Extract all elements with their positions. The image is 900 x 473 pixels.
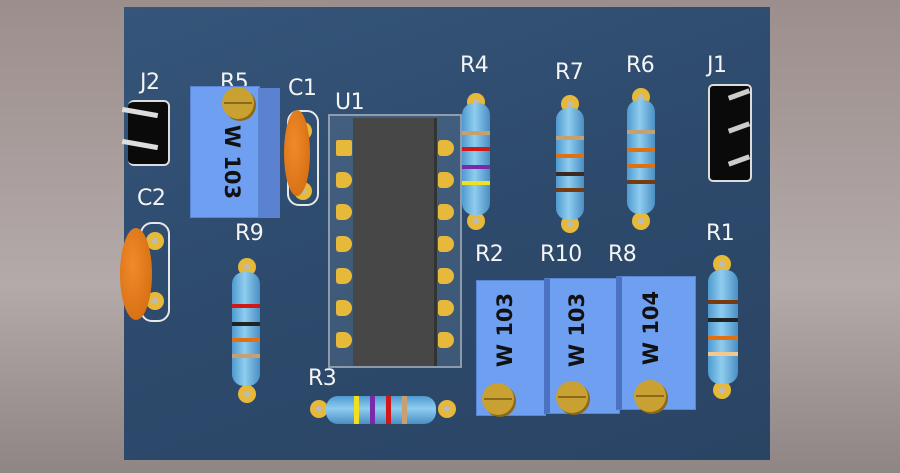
band <box>627 130 655 134</box>
label-r2: R2 <box>475 242 504 267</box>
label-r9: R9 <box>235 221 264 246</box>
label-r4: R4 <box>460 53 489 78</box>
pot-marking: W 104 <box>639 290 664 366</box>
ic-pin <box>438 140 454 156</box>
band <box>462 131 490 135</box>
band <box>386 396 391 424</box>
ic-pin <box>336 332 352 348</box>
band <box>708 352 738 356</box>
label-j2: J2 <box>140 70 160 95</box>
band <box>232 354 260 358</box>
pad <box>238 385 256 403</box>
band <box>708 336 738 340</box>
resistor-r3[interactable] <box>326 396 436 424</box>
resistor-r4[interactable] <box>462 103 490 215</box>
band <box>556 172 584 176</box>
ic-u1[interactable] <box>353 118 437 366</box>
label-c2: C2 <box>137 186 166 211</box>
pad <box>238 258 256 276</box>
pad <box>713 255 731 273</box>
label-j1: J1 <box>707 53 727 78</box>
ic-pin <box>336 236 352 252</box>
ic-pin <box>438 300 454 316</box>
ic-pin <box>438 268 454 284</box>
pad <box>310 400 328 418</box>
resistor-r1[interactable] <box>708 270 738 384</box>
band <box>627 164 655 168</box>
pot-marking: W 103 <box>493 292 518 368</box>
band <box>627 148 655 152</box>
capacitor-c2[interactable] <box>120 228 152 320</box>
trim-screw-icon[interactable] <box>222 87 254 119</box>
band <box>462 165 490 169</box>
label-u1: U1 <box>335 90 365 115</box>
trim-screw-icon[interactable] <box>556 381 588 413</box>
pad <box>713 381 731 399</box>
label-r1: R1 <box>706 221 735 246</box>
pot-marking: W 103 <box>565 292 590 368</box>
band <box>462 147 490 151</box>
ic-pin <box>438 332 454 348</box>
band <box>556 136 584 140</box>
resistor-r7[interactable] <box>556 108 584 220</box>
pad <box>632 212 650 230</box>
resistor-r9[interactable] <box>232 272 260 386</box>
ic-pin <box>438 172 454 188</box>
band <box>708 318 738 322</box>
pad <box>438 400 456 418</box>
ic-pin <box>438 236 454 252</box>
label-r10: R10 <box>540 242 582 267</box>
band <box>708 300 738 304</box>
pot-marking: W 103 <box>220 124 245 200</box>
label-c1: C1 <box>288 76 317 101</box>
pad <box>146 232 164 250</box>
pad <box>146 292 164 310</box>
trim-screw-icon[interactable] <box>634 380 666 412</box>
band <box>232 322 260 326</box>
ic-pin <box>336 268 352 284</box>
band <box>402 396 407 424</box>
band <box>232 338 260 342</box>
label-r8: R8 <box>608 242 637 267</box>
pad <box>467 212 485 230</box>
band <box>232 304 260 308</box>
capacitor-c1[interactable] <box>284 110 310 196</box>
band <box>370 396 375 424</box>
resistor-r6[interactable] <box>627 100 655 214</box>
ic-pin-1 <box>336 140 352 156</box>
ic-pin <box>336 300 352 316</box>
ic-pin <box>438 204 454 220</box>
band <box>462 181 490 185</box>
band <box>556 188 584 192</box>
label-r6: R6 <box>626 53 655 78</box>
label-r7: R7 <box>555 60 584 85</box>
band <box>354 396 359 424</box>
ic-pin <box>336 204 352 220</box>
band <box>627 180 655 184</box>
label-r3: R3 <box>308 366 337 391</box>
pot-side <box>258 88 280 218</box>
ic-pin <box>336 172 352 188</box>
band <box>556 154 584 158</box>
trim-screw-icon[interactable] <box>482 383 514 415</box>
